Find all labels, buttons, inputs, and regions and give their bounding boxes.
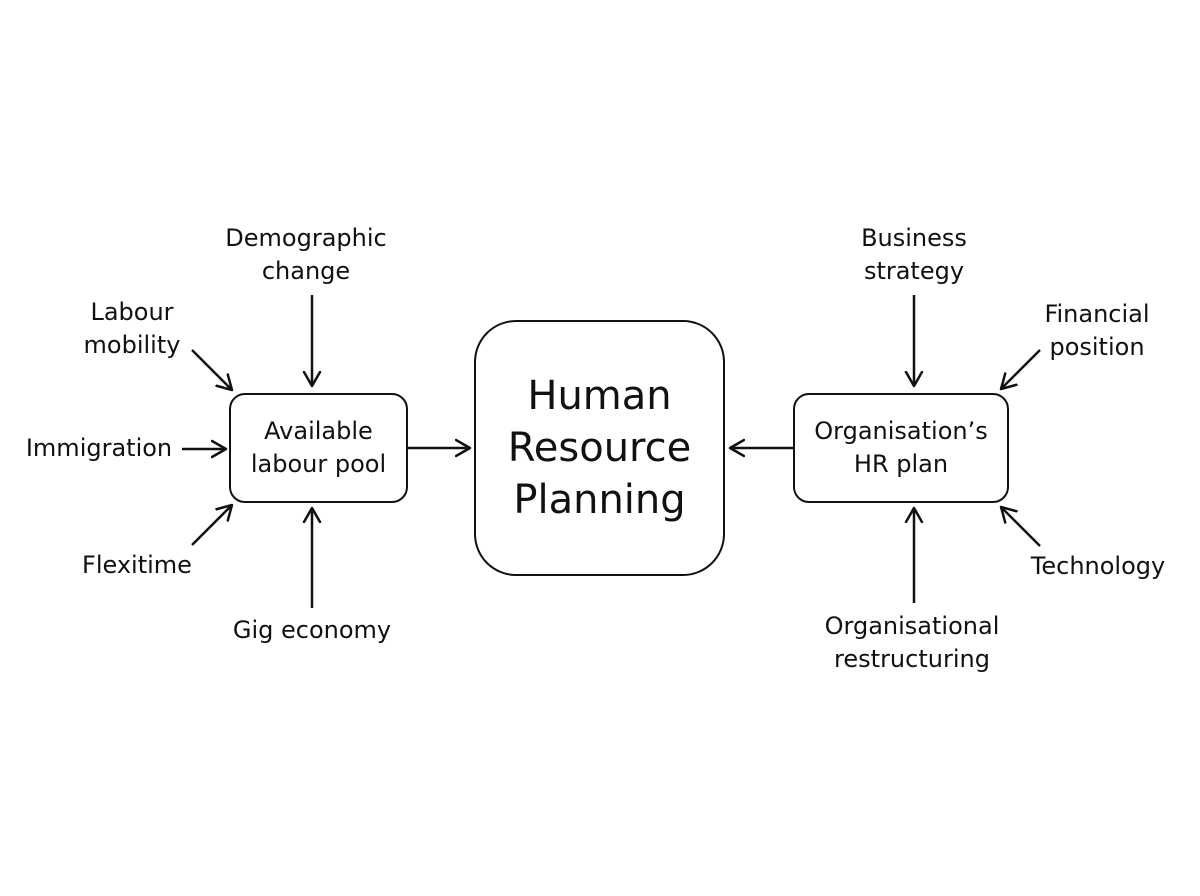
label-immigration-text: Immigration [25,434,173,462]
arrow-technology [1001,507,1041,547]
arrow-financial-position [1001,349,1041,389]
label-labour-mobility: Labour mobility [84,296,181,362]
label-business-strategy: Business strategy [861,222,967,288]
right-box-line-1: Organisation’s [814,417,988,445]
arrow-labour-mobility [191,349,232,390]
right-box-line-2: HR plan [853,450,949,478]
label-demographic-change: Demographic change [225,222,386,288]
label-organisational-restructuring-line-2: restructuring [834,645,990,673]
available-labour-pool-box: Available labour pool [229,393,408,503]
center-line-1: Human [527,373,672,419]
label-technology-text: Technology [1030,552,1166,580]
label-flexitime-text: Flexitime [82,551,192,579]
label-gig-economy: Gig economy [233,614,391,647]
label-labour-mobility-line-2: mobility [83,331,181,359]
arrow-flexitime [191,505,232,546]
label-organisational-restructuring-line-1: Organisational [824,612,1000,640]
label-financial-position-line-2: position [1049,333,1145,361]
label-flexitime: Flexitime [82,549,192,582]
label-business-strategy-line-2: strategy [863,257,965,285]
label-immigration: Immigration [26,432,172,465]
label-gig-economy-text: Gig economy [232,616,392,644]
label-financial-position-line-1: Financial [1044,300,1150,328]
label-business-strategy-line-1: Business [861,224,967,252]
label-demographic-change-line-2: change [261,257,351,285]
center-line-2: Resource [507,425,692,471]
center-line-3: Planning [513,477,686,523]
human-resource-planning-box: Human Resource Planning [474,320,725,576]
label-demographic-change-line-1: Demographic [225,224,387,252]
left-box-line-2: labour pool [250,450,387,478]
left-box-line-1: Available [264,417,373,445]
label-technology: Technology [1031,550,1165,583]
label-organisational-restructuring: Organisational restructuring [825,610,1000,676]
organisation-hr-plan-box: Organisation’s HR plan [793,393,1009,503]
label-labour-mobility-line-1: Labour [90,298,174,326]
label-financial-position: Financial position [1044,298,1149,364]
